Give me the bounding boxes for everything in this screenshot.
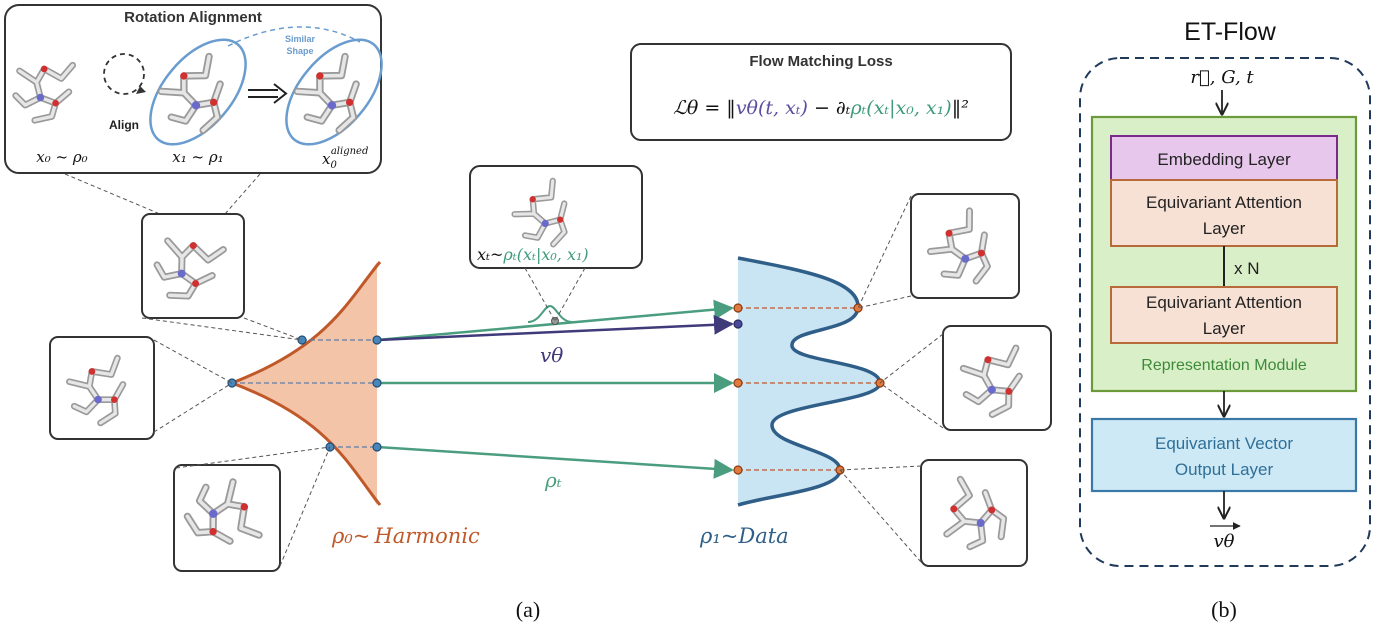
data-sample-top [857,193,1020,309]
v-theta-label: vθ [540,343,563,367]
xt-gaussian-bump [527,304,573,323]
harmonic-sample-bottom [173,446,331,572]
data-sample-middle [879,325,1052,431]
data-label: ρ₁~Data [699,524,789,548]
xt-box: xₜ~ρₜ(xₜ|x₀, x₁) [469,165,643,322]
output-layer-line2: Output Layer [1175,460,1274,479]
et-flow-title: ET-Flow [1184,18,1277,46]
flow-matching-equation: ℒθ = ‖vθ(t, xₜ) − ∂ₜρₜ(xₜ|x₀, x₁)‖² [673,97,969,119]
rotation-alignment-title: Rotation Alignment [124,9,262,26]
attention-layer-2-line2: Layer [1203,319,1246,338]
harmonic-sample-top [141,213,303,341]
attention-layer-1-box [1110,179,1338,247]
flow-matching-title: Flow Matching Loss [749,53,892,70]
endpoint-dots [227,303,885,475]
x1-label: x₁ ~ ρ₁ [172,148,223,166]
flow-arrow-bottom [376,445,734,479]
repeat-label: x N [1234,259,1260,278]
rotation-icon [103,53,145,95]
caption-a: (a) [516,597,540,622]
data-sample-bottom [839,459,1028,567]
embedding-layer-box [1110,135,1338,181]
rotation-alignment-box: Rotation Alignment Align Similar Shape x… [4,4,383,174]
rho-t-label: ρₜ [544,468,562,492]
similar-label: Similar [285,34,316,44]
harmonic-label: ρ₀~Harmonic [331,524,480,548]
rotation-connector [64,173,261,215]
input-label: r⃗, G, t [1190,67,1254,88]
attention-layer-2-line1: Equivariant Attention [1146,293,1302,312]
representation-module-label: Representation Module [1141,357,1307,374]
xt-label: xₜ~ρₜ(xₜ|x₀, x₁) [477,245,589,264]
x0-aligned-ellipse [285,38,383,146]
x0-label: x₀ ~ ρ₀ [36,148,87,166]
flow-matching-loss-box: Flow Matching Loss ℒθ = ‖vθ(t, xₜ) − ∂ₜρ… [630,43,1012,141]
et-flow-panel: ET-Flow r⃗, G, t Embedding Layer Equivar… [1079,18,1371,622]
x0-aligned-label: x0aligned [322,146,368,171]
output-layer-box [1090,417,1358,493]
caption-b: (b) [1211,597,1237,622]
v-theta-arrow [376,314,734,342]
data-distribution [737,256,882,507]
attention-layer-1-line1: Equivariant Attention [1146,193,1302,212]
harmonic-sample-middle [49,336,233,440]
x1-ellipse [149,38,247,146]
attention-layer-1-line2: Layer [1203,219,1246,238]
output-label: vθ [1213,531,1234,552]
et-flow-outline [1079,57,1371,567]
similar-shape-link [227,26,361,47]
shape-label: Shape [286,46,313,56]
align-label: Align [109,118,139,132]
output-layer-line1: Equivariant Vector [1155,434,1293,453]
flow-arrows [376,299,734,479]
attention-layer-2-box [1110,286,1338,344]
embedding-layer-label: Embedding Layer [1157,150,1291,169]
